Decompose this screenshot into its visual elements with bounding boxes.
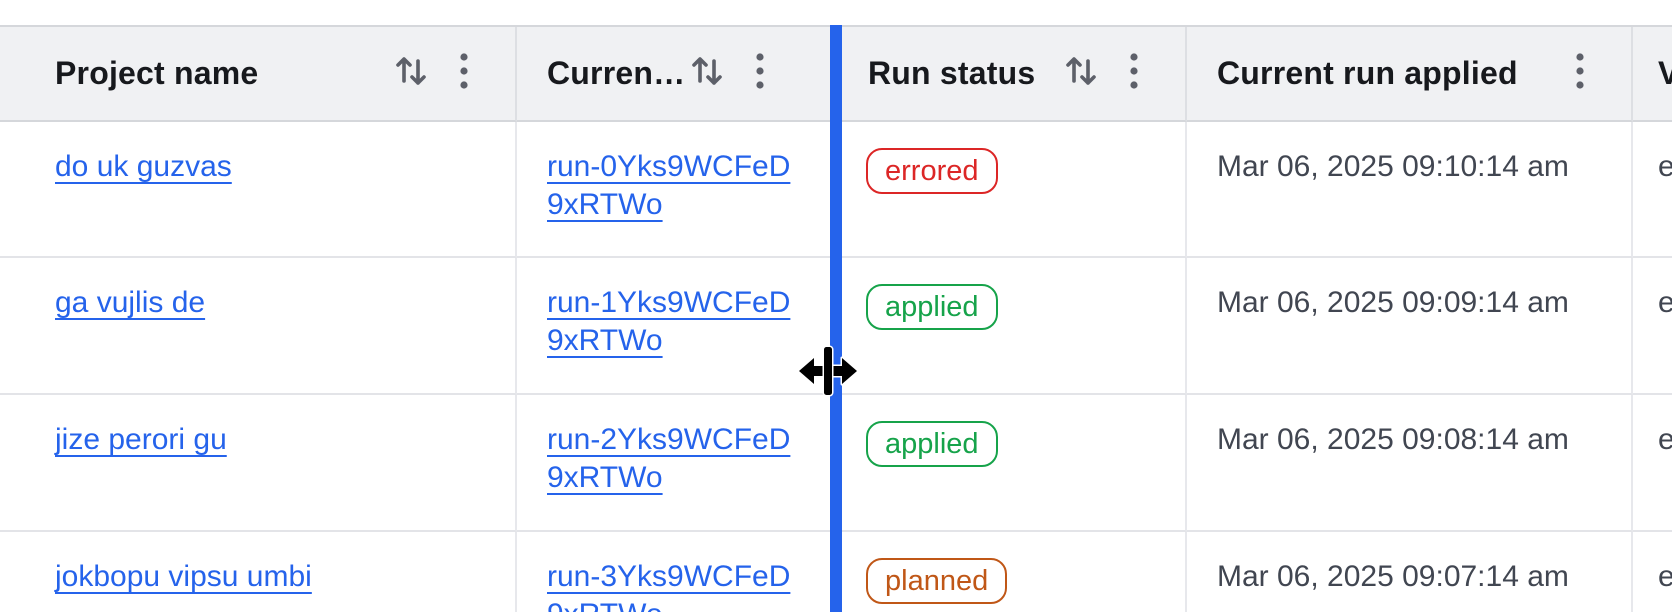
status-badge: errored [866,148,998,194]
sort-icon[interactable] [1059,49,1103,98]
run-link[interactable]: run-1Yks9WCFeD9xRTWo [547,286,791,357]
overflow-cell-fragment: e [1658,150,1672,183]
status-badge: applied [866,284,998,330]
run-link[interactable]: run-2Yks9WCFeD9xRTWo [547,423,791,494]
run-applied-timestamp: Mar 06, 2025 09:08:14 am [1217,423,1569,456]
column-label-project-name: Project name [55,55,259,91]
status-badge: planned [866,558,1008,604]
project-link[interactable]: jokbopu vipsu umbi [55,560,312,593]
header-cell-project-name: Project name [25,27,517,122]
cell-current-run: run-0Yks9WCFeD9xRTWo [517,122,838,258]
status-badge: applied [866,421,998,467]
header-cell-current-run-applied: Current run applied [1187,27,1633,122]
cell-current-run-applied: Mar 06, 2025 09:07:14 am [1187,532,1633,612]
cell-current-run: run-2Yks9WCFeD9xRTWo [517,395,838,532]
column-menu-icon[interactable] [459,49,469,98]
project-link[interactable]: do uk guzvas [55,150,232,183]
run-applied-timestamp: Mar 06, 2025 09:10:14 am [1217,150,1569,183]
project-link[interactable]: ga vujlis de [55,286,206,319]
overflow-cell-fragment: e [1658,286,1672,319]
sort-icon[interactable] [389,49,433,98]
column-menu-icon[interactable] [755,49,765,98]
header-cell-current-run: Curren… [517,27,838,122]
cell-current-run-applied: Mar 06, 2025 09:08:14 am [1187,395,1633,532]
header-cell-overflow: V [1633,27,1672,122]
run-link[interactable]: run-0Yks9WCFeD9xRTWo [547,150,791,221]
overflow-cell-fragment: e [1658,560,1672,593]
cell-overflow: e [1633,395,1672,532]
cell-run-status: applied [838,395,1187,532]
cell-overflow: e [1633,122,1672,258]
header-cell-run-status: Run status [838,27,1187,122]
cell-overflow: e [1633,532,1672,612]
cell-run-status: planned [838,532,1187,612]
column-label-overflow: V [1658,55,1672,92]
cell-project-name: ga vujlis de [25,258,517,395]
cell-overflow: e [1633,258,1672,395]
cell-current-run-applied: Mar 06, 2025 09:10:14 am [1187,122,1633,258]
column-label-current-run-applied: Current run applied [1217,55,1518,91]
run-link[interactable]: run-3Yks9WCFeD9xRTWo [547,560,791,612]
project-link[interactable]: jize perori gu [55,423,227,456]
cell-current-run-applied: Mar 06, 2025 09:09:14 am [1187,258,1633,395]
run-applied-timestamp: Mar 06, 2025 09:07:14 am [1217,560,1569,593]
projects-table: Project name Curren… [0,25,1672,612]
run-applied-timestamp: Mar 06, 2025 09:09:14 am [1217,286,1569,319]
cell-project-name: jize perori gu [25,395,517,532]
column-label-current-run: Curren… [547,55,686,91]
cell-run-status: errored [838,122,1187,258]
column-resize-handle-line[interactable] [830,25,842,612]
cell-run-status: applied [838,258,1187,395]
column-label-run-status: Run status [868,55,1036,91]
column-menu-icon[interactable] [1129,49,1139,98]
column-menu-icon[interactable] [1575,49,1585,98]
cell-current-run: run-1Yks9WCFeD9xRTWo [517,258,838,395]
cell-current-run: run-3Yks9WCFeD9xRTWo [517,532,838,612]
cell-project-name: jokbopu vipsu umbi [25,532,517,612]
cell-project-name: do uk guzvas [25,122,517,258]
overflow-cell-fragment: e [1658,423,1672,456]
sort-icon[interactable] [685,49,729,98]
resize-cursor-pointer [797,344,859,403]
